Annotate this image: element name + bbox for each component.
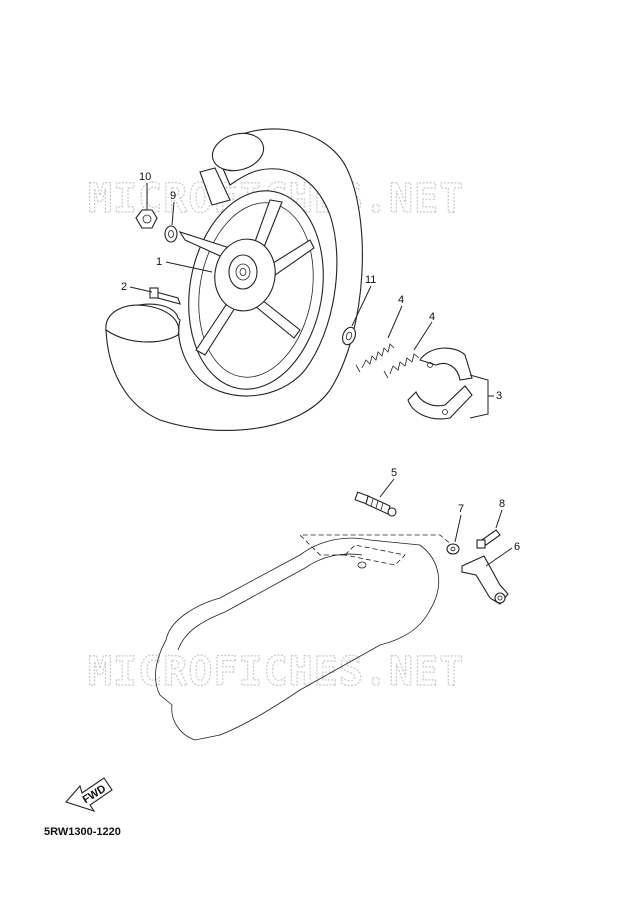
nut-part-10 xyxy=(135,209,158,229)
callout-6: 6 xyxy=(485,541,520,567)
washer-part-11 xyxy=(342,326,356,346)
svg-text:3: 3 xyxy=(496,390,502,402)
bracket-part-6 xyxy=(461,555,509,605)
svg-text:6: 6 xyxy=(514,541,520,553)
watermark-bottom: MICROFICHES.NET xyxy=(88,649,464,695)
callout-4b: 4 xyxy=(413,311,435,351)
washer-part-7 xyxy=(446,543,460,555)
svg-text:4: 4 xyxy=(398,294,404,306)
brake-shoes-part-3 xyxy=(407,347,473,420)
washer-part-9 xyxy=(164,225,178,243)
fwd-arrow-icon: FWD xyxy=(65,777,113,813)
svg-text:8: 8 xyxy=(499,498,505,510)
callout-1: 1 xyxy=(156,256,213,273)
bolt-part-8 xyxy=(476,529,501,549)
callout-10: 10 xyxy=(139,171,151,210)
callout-5: 5 xyxy=(379,467,397,498)
callout-3: 3 xyxy=(469,374,502,419)
svg-text:2: 2 xyxy=(121,281,127,293)
svg-text:7: 7 xyxy=(458,503,464,515)
svg-text:1: 1 xyxy=(156,256,162,268)
callout-7: 7 xyxy=(454,503,464,543)
rear-wheel xyxy=(105,128,363,431)
callout-2: 2 xyxy=(121,281,153,293)
svg-text:9: 9 xyxy=(170,190,176,202)
crankcase-cover xyxy=(155,534,453,741)
svg-text:4: 4 xyxy=(429,311,435,323)
valve-part-2 xyxy=(149,287,181,305)
callout-8: 8 xyxy=(495,498,505,529)
svg-text:5: 5 xyxy=(391,467,397,479)
bolt-part-5 xyxy=(354,491,397,517)
diagram-code: 5RW1300-1220 xyxy=(44,826,121,838)
spring-part-4a xyxy=(355,343,395,373)
spring-part-4b xyxy=(383,353,420,379)
callout-4a: 4 xyxy=(387,294,404,339)
callout-11: 11 xyxy=(351,274,376,327)
svg-text:10: 10 xyxy=(139,171,151,183)
svg-text:11: 11 xyxy=(365,274,376,286)
callout-9: 9 xyxy=(170,190,176,226)
